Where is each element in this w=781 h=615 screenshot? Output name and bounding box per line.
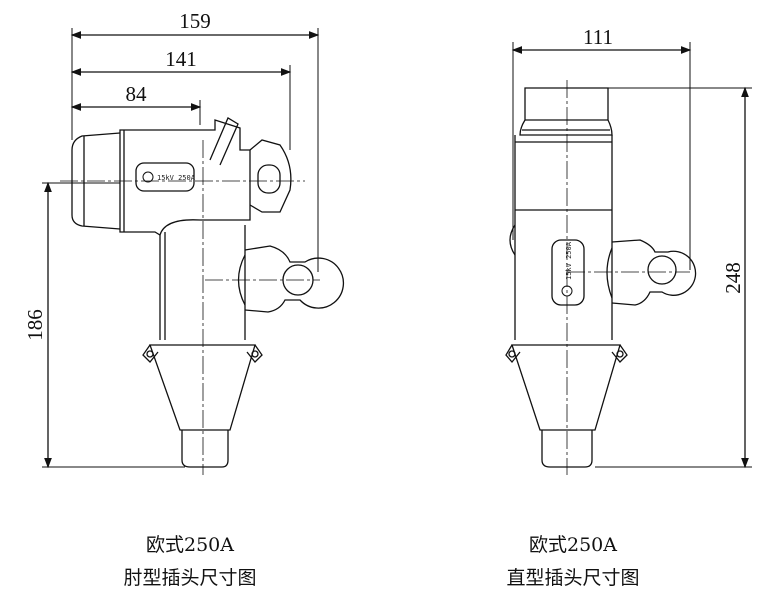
dim-label-159: 159	[179, 9, 211, 33]
nameplate	[551, 239, 585, 306]
dim-label-248: 248	[721, 262, 745, 294]
left-caption-line1: 欧式250A	[146, 534, 234, 556]
nameplate	[135, 162, 195, 192]
logo-icon	[561, 285, 573, 297]
dim-label-141: 141	[165, 47, 197, 71]
nameplate-text: 15kV 250A	[157, 174, 196, 182]
straight-connector-drawing	[505, 42, 752, 475]
dim-label-186: 186	[23, 309, 47, 341]
right-caption-line2: 直型插头尺寸图	[506, 567, 640, 589]
right-caption-line1: 欧式250A	[529, 534, 617, 556]
left-caption-line2: 肘型插头尺寸图	[123, 567, 257, 589]
dim-label-111: 111	[583, 25, 613, 49]
logo-icon	[142, 171, 154, 183]
nameplate-text: 15kV 250A	[565, 241, 573, 280]
dim-label-84: 84	[126, 82, 148, 106]
elbow-connector-drawing	[42, 28, 345, 475]
